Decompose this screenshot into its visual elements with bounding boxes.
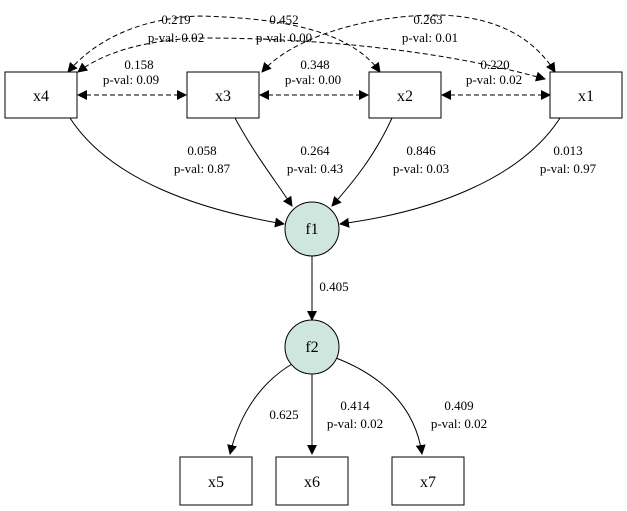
reg-x4-f1-edge (69, 117, 285, 228)
node-x4: x4 (4, 71, 78, 119)
cov-x4-x3-pval: p-val: 0.09 (103, 72, 159, 87)
load-f2-x6-pval: p-val: 0.02 (327, 416, 383, 431)
cov-x1-x4-estimate: 0.452 (269, 12, 298, 27)
cov-x3-x2-estimate: 0.348 (300, 57, 329, 72)
reg-x2-f1-estimate: 0.846 (406, 143, 436, 158)
reg-x3-f1-pval: p-val: 0.43 (287, 161, 343, 176)
load-f2-x7-edge (335, 357, 426, 455)
node-x5: x5 (179, 456, 253, 506)
cov-x2-x4-pval: p-val: 0.02 (148, 30, 204, 45)
reg-x4-f1-estimate: 0.058 (187, 143, 216, 158)
node-f1: f1 (284, 201, 340, 257)
cov-x3-x2-pval: p-val: 0.00 (285, 72, 341, 87)
reg-x1-f1-pval: p-val: 0.97 (540, 161, 597, 176)
node-x2: x2 (368, 71, 442, 119)
cov-x2-x1-pval: p-val: 0.02 (466, 72, 522, 87)
node-x5-label: x5 (208, 474, 224, 491)
load-f2-x5-estimate: 0.625 (269, 407, 298, 422)
load-f2-x7-estimate: 0.409 (444, 398, 473, 413)
node-f2: f2 (284, 319, 340, 375)
node-x1-label: x1 (578, 88, 594, 105)
cov-x2-x1-estimate: 0.220 (480, 57, 509, 72)
reg-f1-f2-estimate: 0.405 (319, 279, 348, 294)
cov-x2-x4-edge (67, 15, 381, 73)
load-f2-x5-edge (227, 363, 293, 455)
load-f2-x6-estimate: 0.414 (340, 398, 370, 413)
reg-x1-f1-estimate: 0.013 (553, 143, 582, 158)
node-x4-label: x4 (33, 88, 49, 105)
cov-x1-x4-pval: p-val: 0.00 (256, 30, 312, 45)
cov-x2-x4-estimate: 0.219 (161, 12, 190, 27)
reg-x3-f1-estimate: 0.264 (300, 143, 330, 158)
reg-x2-f1-pval: p-val: 0.03 (393, 161, 449, 176)
node-x6: x6 (275, 456, 349, 506)
node-x2-label: x2 (397, 88, 413, 105)
node-x1: x1 (549, 71, 623, 119)
node-x3-label: x3 (215, 88, 231, 105)
cov-x4-x3-estimate: 0.158 (124, 57, 153, 72)
node-f2-label: f2 (305, 339, 318, 356)
load-f2-x7-pval: p-val: 0.02 (431, 416, 487, 431)
node-x6-label: x6 (304, 474, 320, 491)
cov-x3-x1-estimate: 0.263 (413, 12, 442, 27)
reg-x2-f1-edge (331, 117, 393, 207)
node-x7-label: x7 (420, 474, 436, 491)
node-x7: x7 (391, 456, 465, 506)
node-x3: x3 (186, 71, 260, 119)
node-f1-label: f1 (305, 221, 318, 238)
reg-x3-f1-edge (234, 117, 293, 207)
cov-x3-x1-edge (261, 14, 556, 73)
reg-x4-f1-pval: p-val: 0.87 (174, 161, 231, 176)
reg-x1-f1-edge (339, 117, 561, 228)
cov-x3-x1-pval: p-val: 0.01 (402, 30, 458, 45)
